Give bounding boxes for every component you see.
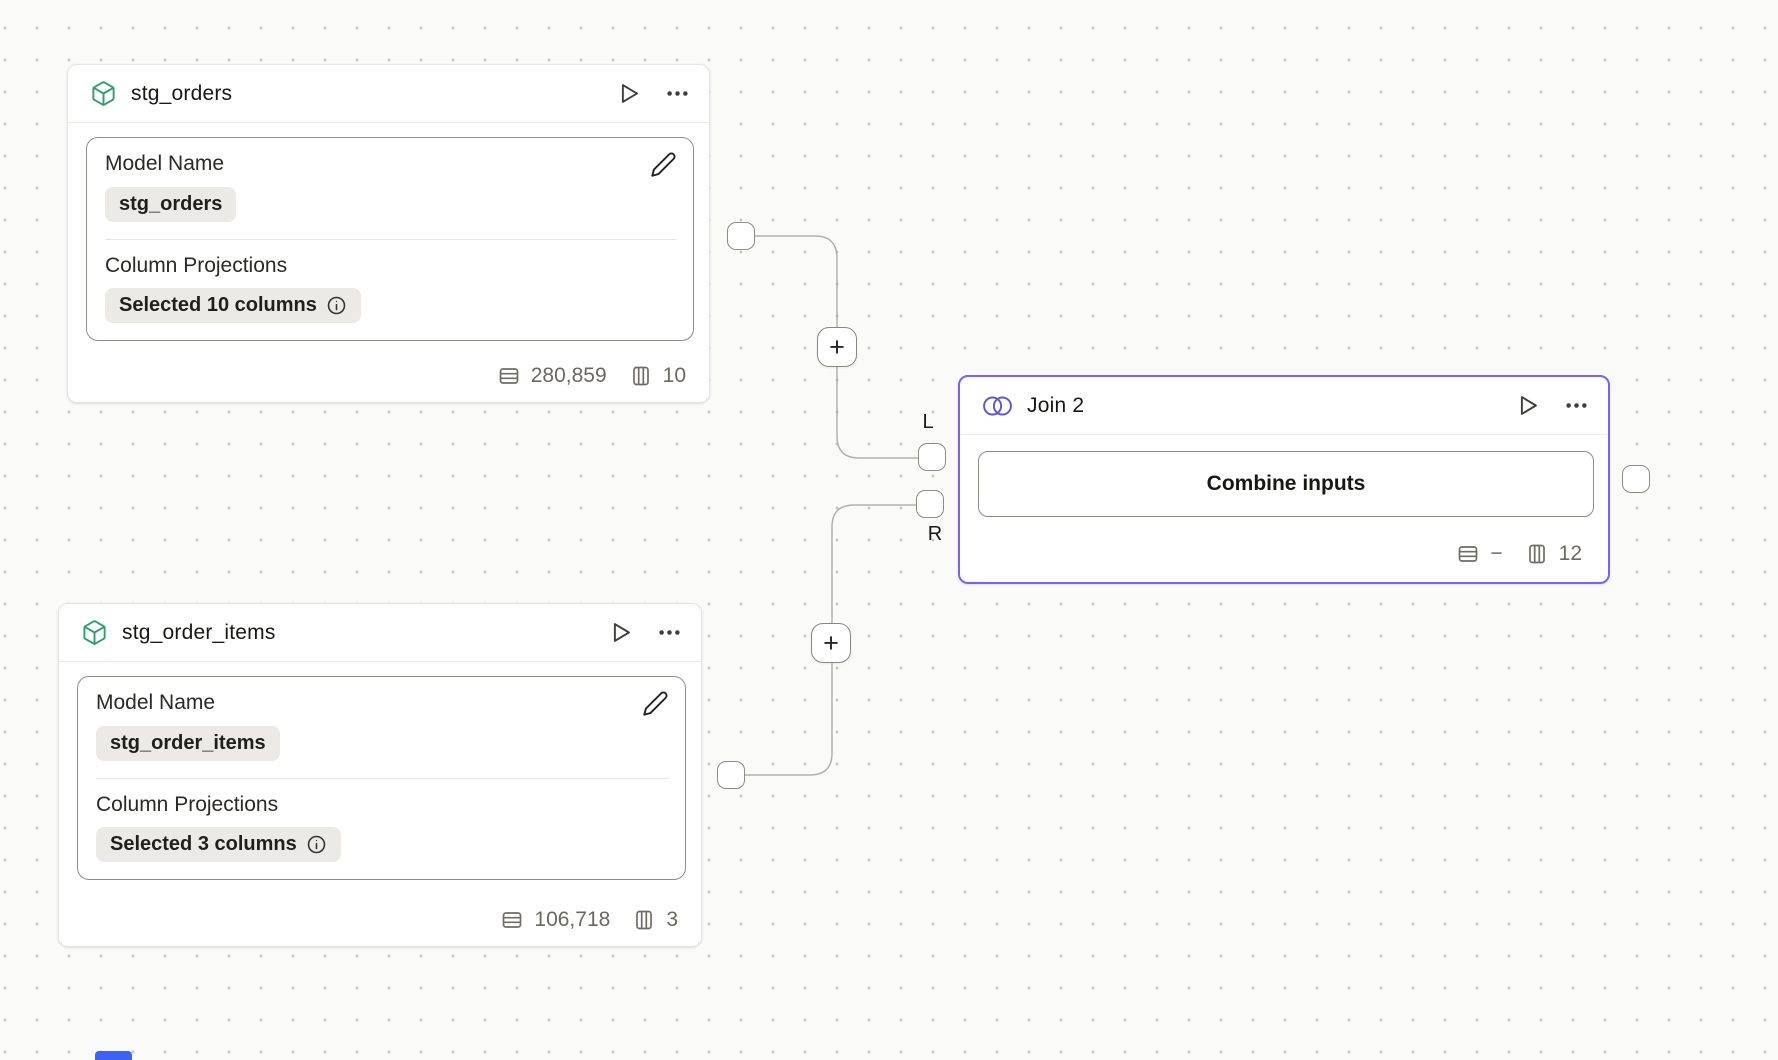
model-name-value: stg_order_items <box>110 732 266 754</box>
row-count: 106,718 <box>534 908 611 931</box>
column-projections-chip[interactable]: Selected 10 columns <box>105 288 361 323</box>
node-join-2[interactable]: Join 2 C <box>958 375 1610 584</box>
run-node-button[interactable] <box>1514 392 1541 419</box>
node-header: Join 2 <box>960 377 1608 435</box>
play-icon <box>607 619 634 646</box>
column-projections-chip[interactable]: Selected 3 columns <box>96 827 341 862</box>
column-projections-value: Selected 3 columns <box>110 833 297 855</box>
node-stg-order-items[interactable]: stg_order_items <box>58 603 702 947</box>
join-left-port-label: L <box>922 411 934 433</box>
model-cube-icon <box>81 619 108 646</box>
row-count: − <box>1490 542 1503 565</box>
info-icon[interactable] <box>306 834 327 855</box>
column-projections-label: Column Projections <box>105 254 288 277</box>
play-icon <box>615 80 642 107</box>
add-node-on-edge-button-bottom[interactable]: + <box>811 623 851 663</box>
divider <box>105 239 677 240</box>
row-count-icon <box>500 908 524 932</box>
column-count: 12 <box>1558 542 1582 565</box>
node-stats: − 12 <box>960 532 1608 582</box>
node-stg-orders[interactable]: stg_orders <box>67 64 710 403</box>
node-stats: 106,718 3 <box>59 896 701 946</box>
node-menu-button[interactable] <box>1563 392 1590 419</box>
port-join-left-input[interactable] <box>918 443 946 471</box>
row-count: 280,859 <box>530 364 607 387</box>
model-name-label: Model Name <box>96 691 216 714</box>
plus-icon: + <box>823 627 839 658</box>
port-stg-orders-output[interactable] <box>727 222 755 250</box>
info-icon[interactable] <box>326 295 347 316</box>
column-projections-label: Column Projections <box>96 793 279 816</box>
model-config-card: Model Name stg_orders Column Projections <box>86 137 694 341</box>
row-count-icon <box>497 364 521 388</box>
model-cube-icon <box>90 80 117 107</box>
combine-inputs-button[interactable]: Combine inputs <box>978 451 1594 517</box>
port-join-output[interactable] <box>1622 465 1650 493</box>
divider <box>96 778 669 779</box>
play-icon <box>1514 392 1541 419</box>
run-node-button[interactable] <box>607 619 634 646</box>
column-count: 10 <box>662 364 686 387</box>
column-count-icon <box>632 908 656 932</box>
pencil-icon <box>642 690 669 717</box>
column-count: 3 <box>666 908 678 931</box>
port-join-right-input[interactable] <box>916 490 944 518</box>
node-title: stg_orders <box>131 81 233 105</box>
model-name-label: Model Name <box>105 152 225 175</box>
run-node-button[interactable] <box>615 80 642 107</box>
ellipsis-icon <box>656 619 683 646</box>
model-config-card: Model Name stg_order_items Column Projec… <box>77 676 686 880</box>
model-name-value: stg_orders <box>119 193 223 215</box>
port-stg-order-items-output[interactable] <box>717 761 745 789</box>
node-header: stg_orders <box>68 65 709 123</box>
add-node-on-edge-button-top[interactable]: + <box>817 327 857 367</box>
ellipsis-icon <box>1563 392 1590 419</box>
column-count-icon <box>629 364 653 388</box>
edit-model-name-button[interactable] <box>642 690 669 717</box>
ellipsis-icon <box>664 80 691 107</box>
column-count-icon <box>1525 542 1549 566</box>
column-projections-value: Selected 10 columns <box>119 294 317 316</box>
plus-icon: + <box>829 331 845 362</box>
node-title: stg_order_items <box>122 620 276 644</box>
node-menu-button[interactable] <box>656 619 683 646</box>
model-name-chip[interactable]: stg_orders <box>105 187 237 222</box>
node-stats: 280,859 10 <box>68 352 709 402</box>
bottom-edge-blue-element <box>95 1051 132 1060</box>
row-count-icon <box>1456 542 1480 566</box>
node-title: Join 2 <box>1027 393 1085 417</box>
pencil-icon <box>650 151 677 178</box>
join-venn-icon <box>982 395 1013 417</box>
model-name-chip[interactable]: stg_order_items <box>96 726 280 761</box>
node-header: stg_order_items <box>59 604 701 662</box>
edit-model-name-button[interactable] <box>650 151 677 178</box>
node-menu-button[interactable] <box>664 80 691 107</box>
join-right-port-label: R <box>927 523 943 545</box>
